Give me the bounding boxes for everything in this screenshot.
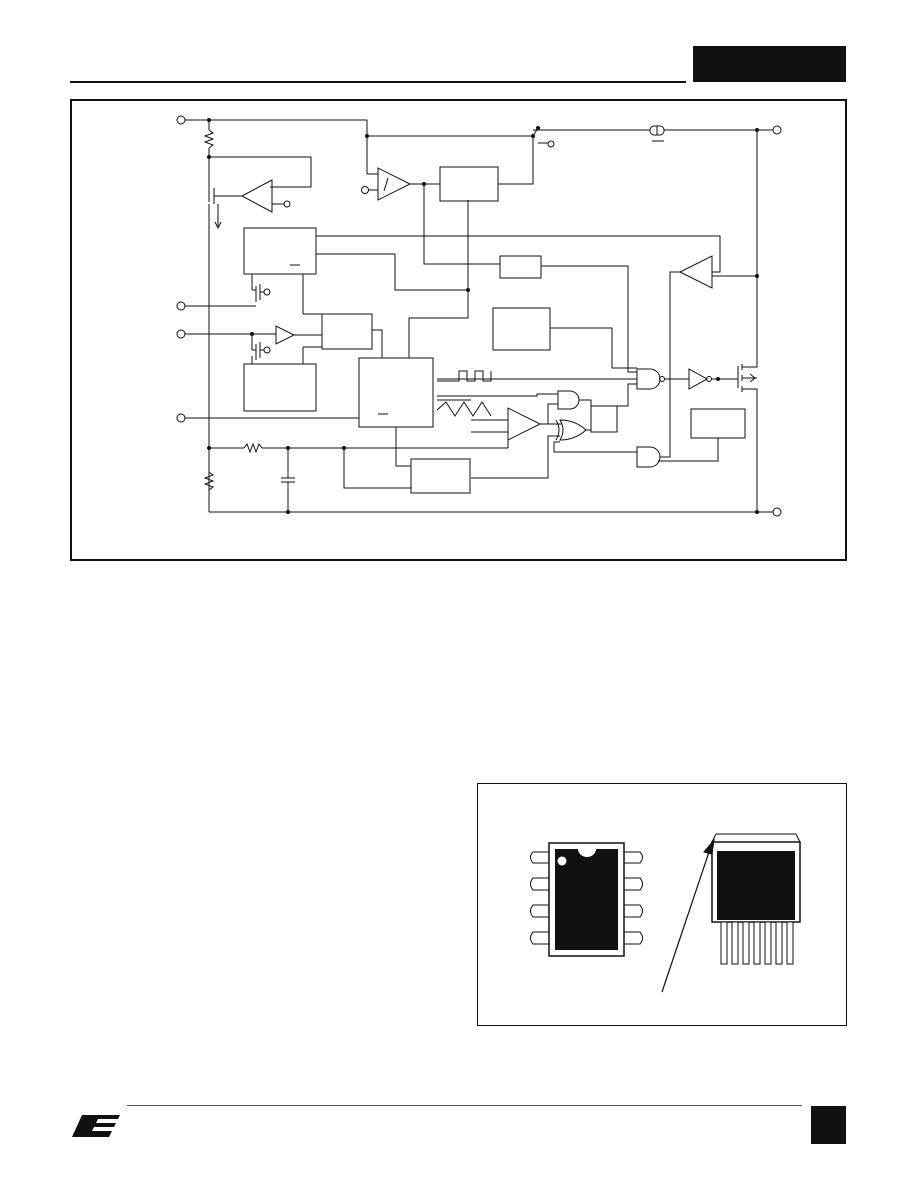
resistor <box>203 471 215 491</box>
function-block <box>243 227 317 275</box>
resistor <box>203 129 215 149</box>
header-part-number-tab <box>693 46 846 82</box>
block-diagram-frame <box>70 99 847 561</box>
ramp-waveform <box>436 401 492 417</box>
and-gate <box>557 390 580 410</box>
clock-waveform <box>437 370 492 382</box>
function-block <box>410 458 471 494</box>
buffer-amplifier <box>275 325 296 345</box>
company-logo-icon <box>72 1115 120 1137</box>
header-rule <box>70 81 686 83</box>
function-block <box>492 307 551 351</box>
footer-rule <box>127 1105 802 1106</box>
and-gate <box>636 446 661 468</box>
function-block <box>243 363 317 412</box>
switch-terminal <box>547 140 555 148</box>
pin1-indicator-arrow <box>661 838 715 993</box>
function-block <box>499 255 542 279</box>
latch-block <box>590 405 618 433</box>
thermal-amplifier <box>678 255 713 289</box>
gate-driver <box>688 368 709 390</box>
package-illustration-frame <box>477 783 847 1026</box>
resistor <box>243 442 263 454</box>
page-number-tab <box>811 1106 846 1144</box>
transconductance-amplifier <box>377 167 412 201</box>
pwm-comparator <box>507 407 542 441</box>
dip8-package-icon <box>530 842 643 957</box>
error-amplifier <box>240 179 273 213</box>
or-gate <box>559 419 587 441</box>
to220-package-icon <box>711 833 801 965</box>
function-block <box>321 313 373 350</box>
